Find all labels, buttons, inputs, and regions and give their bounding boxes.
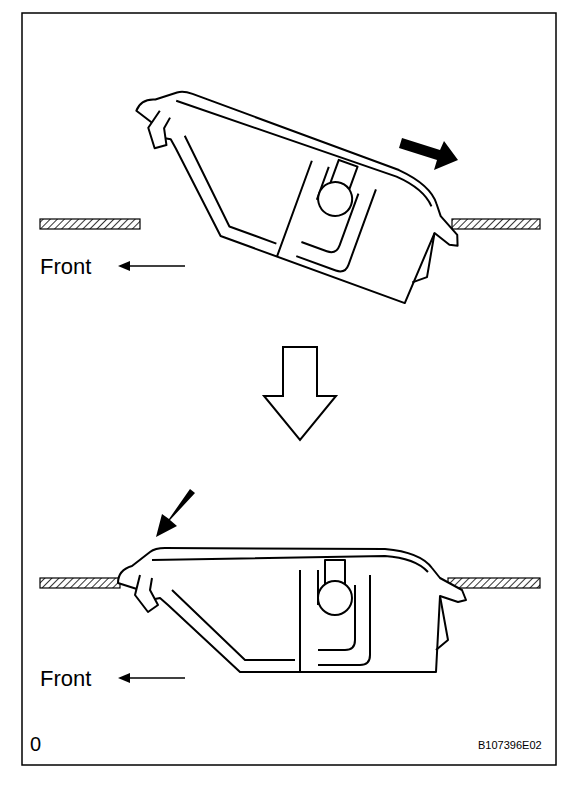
front-arrow-head: [118, 673, 130, 683]
figure-mark: 0: [30, 734, 41, 754]
front-label: Front: [40, 668, 91, 690]
panel: [40, 578, 120, 588]
panel: [448, 578, 540, 588]
frame: [22, 13, 556, 765]
clip-installed: [118, 548, 466, 672]
front-arrow: [122, 677, 185, 679]
step-arrow: [264, 347, 336, 440]
panel: [452, 219, 540, 229]
push-arrow: [156, 489, 195, 537]
front-label: Front: [40, 256, 91, 278]
figure-code: B107396E02: [478, 740, 542, 751]
move-arrow: [399, 138, 458, 170]
panel: [40, 219, 140, 229]
front-arrow-head: [118, 261, 130, 271]
clip-tilted: [106, 78, 475, 314]
front-arrow: [122, 265, 185, 267]
